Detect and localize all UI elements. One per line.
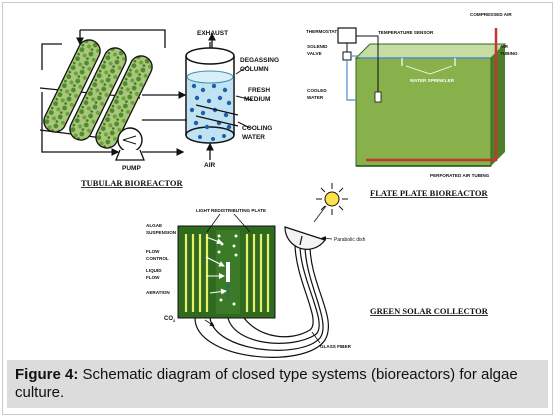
flat-plate-bioreactor: THERMOSTAT TEMPERATURE SENSOR COMPRESSED…	[306, 12, 518, 198]
tubular-title: TUBULAR BIOREACTOR	[81, 178, 183, 188]
figure-caption: Figure 4: Schematic diagram of closed ty…	[15, 366, 540, 402]
caption-box: Figure 4: Schematic diagram of closed ty…	[7, 360, 548, 408]
label-light-redistributing-plate: LIGHT REDISTRIBUTING PLATE	[196, 208, 266, 213]
thermostat-box	[337, 27, 357, 44]
tubular-bioreactor: EXHAUST DEGASSING COLUMN FRESH MEDIUM CO…	[39, 29, 279, 188]
label-glass-fiber: GLASS FIBER	[320, 344, 352, 349]
label-exhaust: EXHAUST	[197, 30, 228, 37]
temperature-sensor	[374, 91, 382, 103]
degassing-column	[185, 32, 239, 160]
parabolic-dish	[284, 226, 326, 250]
sun-icon	[313, 183, 348, 223]
label-solenoid-1: SOLENID	[307, 44, 328, 49]
label-flow-control-2: CONTROL	[146, 256, 169, 261]
label-cooled-1: COOLED	[307, 88, 327, 93]
green-solar-collector: LIGHT REDISTRIBUTING PLATE ALGAE SUSPENS…	[146, 183, 489, 358]
label-compressed-air: COMPRESSED AIR	[470, 12, 512, 17]
label-liquid-flow-2: FLOW	[146, 275, 160, 280]
label-aeration: AERATION	[146, 290, 170, 295]
algae-tube-2	[69, 47, 127, 141]
flat-plate-title: FLATE PLATE BIOREACTOR	[370, 188, 488, 198]
label-algae-2: SUSPENSION	[146, 230, 177, 235]
label-cooled-2: WATER	[307, 95, 324, 100]
loop-pipe-top	[80, 29, 166, 48]
label-flow-control-1: FLOW	[146, 249, 160, 254]
label-degassing-2: COLUMN	[240, 66, 269, 73]
label-air-tubing-1: AIR	[500, 44, 509, 49]
label-cooling-2: WATER	[242, 134, 265, 141]
label-air-tubing-2: TUBING	[500, 51, 518, 56]
culture-plate	[355, 57, 492, 167]
label-perforated-air-tubing: PERFORATED AIR TUBING	[430, 173, 490, 178]
label-algae-1: ALGAE	[146, 223, 162, 228]
label-cooling-1: COOLING	[242, 125, 272, 132]
label-temperature-sensor: TEMPERATURE SENSOR	[378, 30, 434, 35]
label-air: AIR	[204, 162, 216, 169]
glass-fiber-cables	[194, 244, 330, 358]
algae-tube-1	[43, 39, 101, 133]
algae-tube-3	[95, 55, 153, 149]
label-solenoid-2: VALVE	[307, 51, 322, 56]
air-tubing	[366, 28, 498, 162]
label-fresh-2: MEDIUM	[244, 96, 270, 103]
label-parabolic-dish: Parabolic dish	[334, 237, 366, 243]
label-liquid-flow-1: LIQUID	[146, 268, 162, 273]
solenoid-valve	[342, 43, 352, 61]
label-co2: CO2	[164, 316, 176, 323]
caption-text: Schematic diagram of closed type systems…	[15, 366, 518, 401]
solar-collector-title: GREEN SOLAR COLLECTOR	[370, 306, 489, 316]
label-degassing-1: DEGASSING	[240, 57, 279, 64]
pump	[115, 127, 145, 161]
label-fresh-1: FRESH	[248, 87, 270, 94]
caption-label: Figure 4:	[15, 366, 79, 383]
label-pump: PUMP	[122, 165, 141, 172]
label-water-sprinkler: WATER SPRINKLER	[410, 78, 455, 83]
label-thermostat: THERMOSTAT	[306, 29, 337, 34]
